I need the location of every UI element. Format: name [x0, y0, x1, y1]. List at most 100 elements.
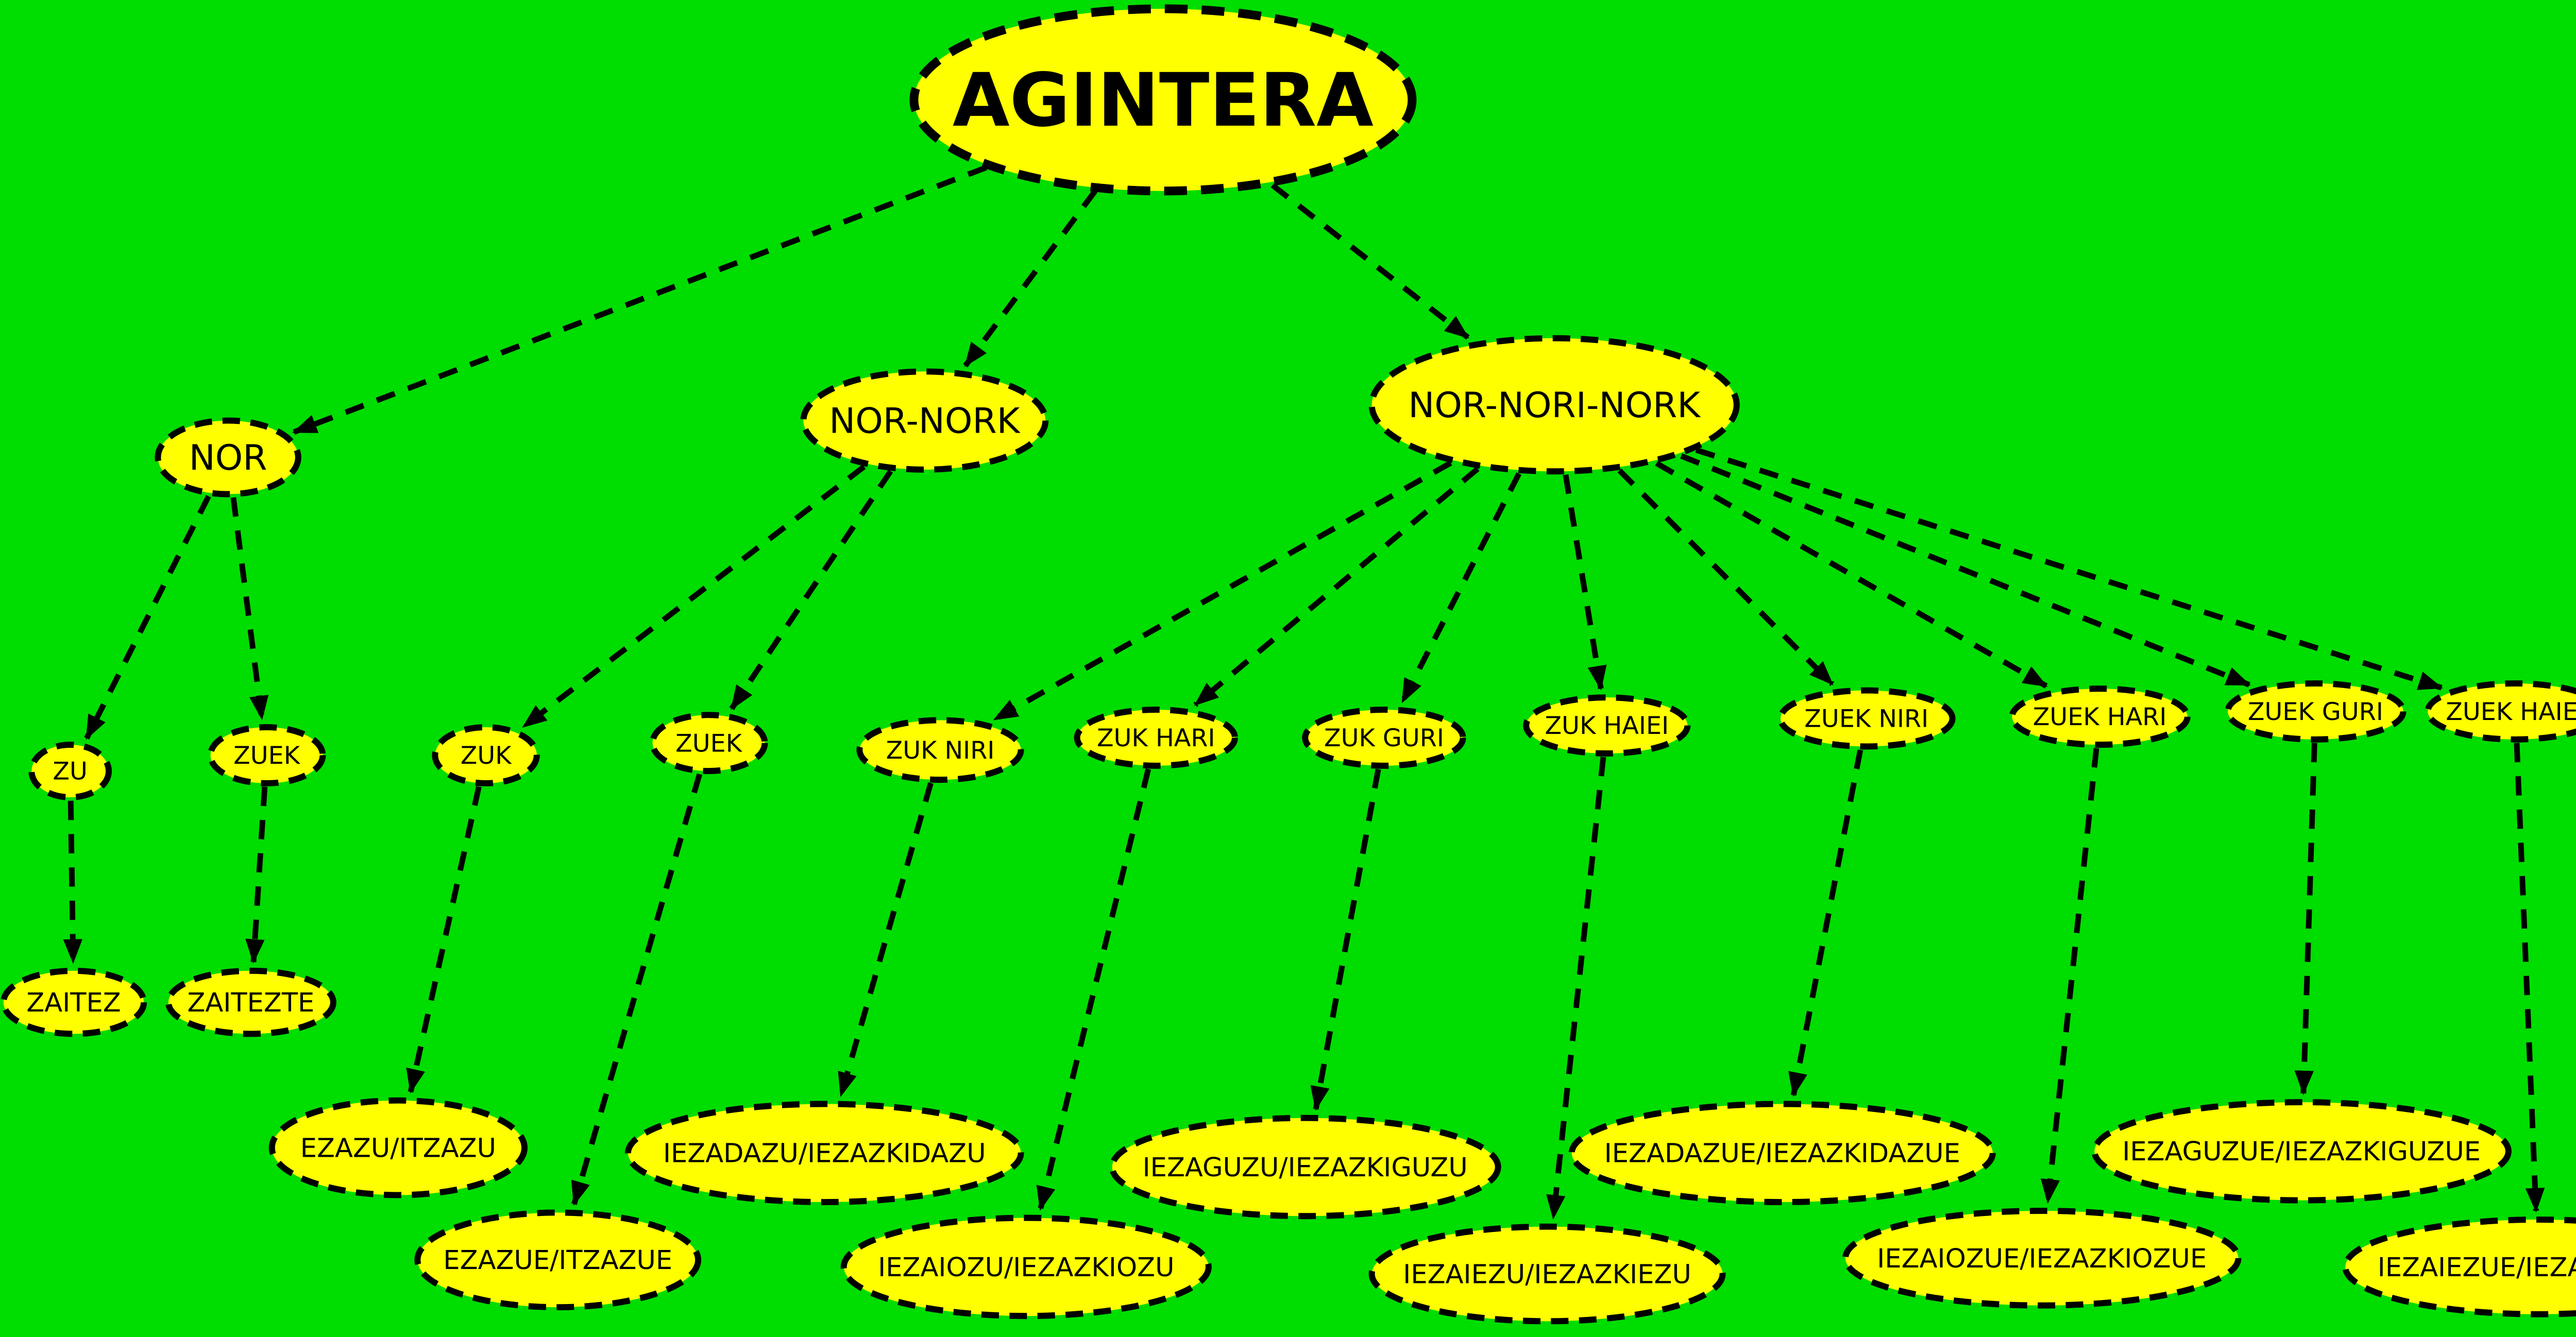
node-ellipse-zuek-nor [207, 724, 326, 786]
node-label-zuek-nork: ZUEK [675, 729, 743, 758]
node-ellipse-zuek-haiei [2425, 680, 2576, 743]
node-label-zuk-guri: ZUK GURI [1324, 724, 1444, 752]
node-label-zuk-hari: ZUK HARI [1097, 724, 1215, 752]
node-label-iezaguzue: IEZAGUZUE/IEZAZKIGUZUE [2122, 1137, 2481, 1167]
node-zaitezte: ZAITEZTE [165, 967, 336, 1037]
node-label-zuk-niri: ZUK NIRI [886, 736, 995, 765]
node-label-iezadazu: IEZADAZU/IEZAZKIDAZU [663, 1139, 986, 1169]
node-ellipse-nor [155, 417, 301, 498]
nodes-layer: AGINTERA NOR NOR-NORK NOR-NORI-NORK ZU ZUEK ZU… [0, 4, 2576, 1325]
node-label-ezazu: EZAZU/ITZAZU [300, 1133, 496, 1163]
node-nor-nork: NOR-NORK [800, 368, 1049, 473]
node-ellipse-zuk [432, 724, 540, 786]
node-zaitez: ZAITEZ [0, 967, 147, 1037]
edge-zuek-hari-to-iezaiozue [2040, 748, 2099, 1204]
node-agintera: AGINTERA [909, 4, 1417, 196]
node-label-iezaiezue: IEZAIEZUE/IEZAZKIEZUE [2378, 1253, 2576, 1283]
node-zuek-nork: ZUEK [649, 712, 768, 774]
node-ezazue: EZAZUE/ITZAZUE [414, 1209, 702, 1311]
node-label-zaitez: ZAITEZ [26, 988, 121, 1018]
edge-nor-to-zu [84, 495, 211, 740]
edge-zuek-niri-to-iezadazue [1788, 749, 1863, 1097]
node-label-ezazue: EZAZUE/ITZAZUE [443, 1245, 672, 1276]
edge-nor-nork-to-zuek-nork [729, 469, 893, 710]
edge-zuk-to-ezazu [406, 786, 482, 1094]
node-ellipse-iezadazue [1568, 1101, 1996, 1205]
node-iezaguzu: IEZAGUZU/IEZAZKIGUZU [1109, 1115, 1501, 1220]
node-ellipse-iezaiozue [1842, 1208, 2242, 1309]
node-ellipse-zaitezte [165, 967, 336, 1037]
node-label-zuek-hari: ZUEK HARI [2033, 703, 2167, 731]
node-label-nor-nori-nork: NOR-NORI-NORK [1408, 385, 1701, 426]
edge-zuk-hari-to-iezaiozu [1036, 768, 1151, 1211]
node-ellipse-iezaguzue [2091, 1099, 2512, 1204]
node-zuek-hari: ZUEK HARI [2009, 685, 2191, 748]
edge-zuk-haiei-to-iezaiezu [1546, 757, 1606, 1220]
node-label-zuek-haiei: ZUEK HAIEI [2446, 698, 2576, 726]
node-ellipse-nor-nork [800, 368, 1049, 473]
edge-nor-nori-nork-to-zuk-guri [1400, 472, 1522, 704]
node-label-iezaiezu: IEZAIEZU/IEZAZKIEZU [1403, 1259, 1691, 1290]
node-ellipse-nor-nori-nork [1368, 335, 1740, 475]
node-ellipse-zuk-haiei [1523, 694, 1691, 757]
node-label-zuk: ZUK [461, 742, 513, 770]
node-iezadazu: IEZADAZU/IEZAZKIDAZU [624, 1101, 1024, 1205]
node-zuek-niri: ZUEK NIRI [1777, 687, 1956, 750]
node-ellipse-iezaiezu [1368, 1223, 1726, 1325]
node-ellipse-zuek-niri [1777, 687, 1956, 750]
node-zuek-nor: ZUEK [207, 724, 326, 786]
node-ellipse-zu [28, 742, 112, 801]
node-ellipse-zuk-guri [1302, 707, 1466, 769]
node-iezaguzue: IEZAGUZUE/IEZAZKIGUZUE [2091, 1099, 2512, 1204]
node-zuek-guri: ZUEK GURI [2225, 680, 2406, 743]
edge-nor-nori-nork-to-zuk-hari [1193, 466, 1480, 707]
node-label-nor: NOR [189, 438, 267, 478]
node-label-zu: ZU [53, 758, 88, 786]
node-ellipse-zuk-niri [856, 717, 1024, 783]
node-label-zuek-guri: ZUEK GURI [2248, 698, 2383, 726]
node-ezazu: EZAZU/ITZAZU [268, 1097, 528, 1198]
node-label-iezaiozue: IEZAIOZUE/IEZAZKIOZUE [1877, 1244, 2207, 1274]
node-ellipse-iezadazu [624, 1101, 1024, 1205]
node-iezadazue: IEZADAZUE/IEZAZKIDAZUE [1568, 1101, 1996, 1205]
edge-zuek-nor-to-zaitezte [245, 786, 268, 964]
edge-agintera-to-nor-nori-nork [1270, 183, 1470, 340]
edge-nor-nori-nork-to-zuk-haiei [1563, 474, 1607, 691]
node-zuk-hari: ZUK HARI [1074, 707, 1238, 769]
node-iezaiozue: IEZAIOZUE/IEZAZKIOZUE [1842, 1208, 2242, 1309]
node-label-zuk-haiei: ZUK HAIEI [1545, 712, 1669, 740]
edge-nor-nori-nork-to-zuek-guri [1680, 453, 2251, 688]
node-zuk-haiei: ZUK HAIEI [1523, 694, 1691, 757]
edges-layer [63, 165, 2545, 1220]
node-iezaiezu: IEZAIEZU/IEZAZKIEZU [1368, 1223, 1726, 1325]
node-ellipse-zuek-hari [2009, 685, 2191, 748]
node-ellipse-zuek-guri [2225, 680, 2406, 743]
node-ellipse-agintera [909, 4, 1417, 196]
node-label-iezaguzu: IEZAGUZU/IEZAZKIGUZU [1143, 1153, 1468, 1183]
node-zuk-guri: ZUK GURI [1302, 707, 1466, 769]
node-zuk-niri: ZUK NIRI [856, 717, 1024, 783]
node-ellipse-ezazue [414, 1209, 702, 1311]
edge-nor-nori-nork-to-zuek-hari [1655, 460, 2048, 689]
node-nor-nori-nork: NOR-NORI-NORK [1368, 335, 1740, 475]
edge-nor-nori-nork-to-zuek-niri [1617, 468, 1835, 687]
node-ellipse-iezaiozu [840, 1214, 1212, 1319]
node-ellipse-zuek-nork [649, 712, 768, 774]
edge-zuek-haiei-to-iezaiezue [2514, 743, 2545, 1213]
edge-zuk-guri-to-iezaguzu [1310, 768, 1381, 1111]
edge-agintera-to-nor-nork [963, 189, 1098, 368]
node-zuk: ZUK [432, 724, 540, 786]
node-nor: NOR [155, 417, 301, 498]
node-label-zuek-niri: ZUEK NIRI [1804, 705, 1928, 733]
edge-nor-nori-nork-to-zuek-haiei [1695, 447, 2444, 691]
node-ellipse-iezaguzu [1109, 1115, 1501, 1220]
edge-nor-to-zuek-nor [230, 497, 269, 721]
edge-zuek-guri-to-iezaguzue [2294, 743, 2317, 1095]
edge-nor-nork-to-zuk [521, 464, 866, 729]
node-ellipse-zuk-hari [1074, 707, 1238, 769]
edge-agintera-to-nor [292, 165, 988, 435]
edge-zu-to-zaitez [63, 800, 83, 964]
node-zuek-haiei: ZUEK HAIEI [2425, 680, 2576, 743]
